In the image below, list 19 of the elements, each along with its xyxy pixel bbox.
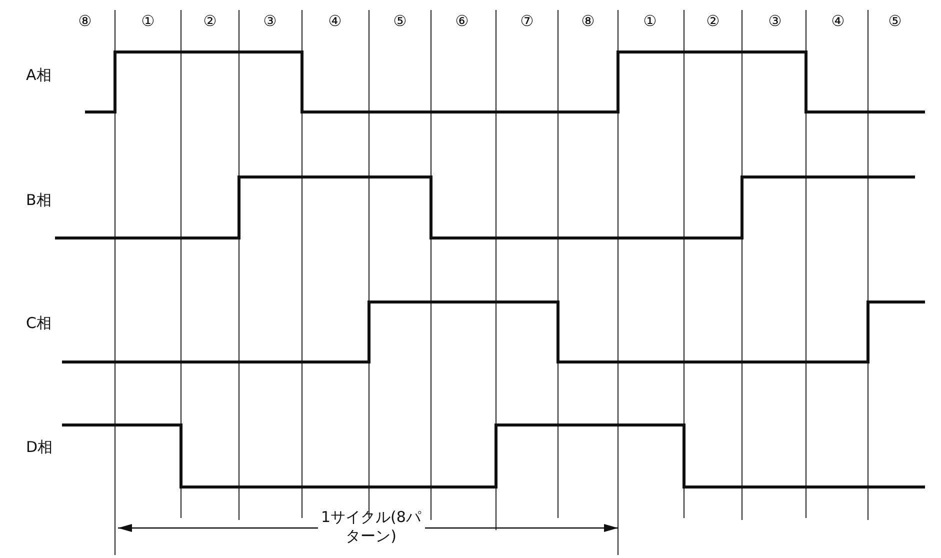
- step-number: ③: [263, 12, 277, 30]
- step-number: ⑤: [888, 12, 902, 30]
- step-number: ③: [768, 12, 782, 30]
- step-number: ⑤: [393, 12, 407, 30]
- step-number: ④: [328, 12, 342, 30]
- step-number: ⑧: [581, 12, 595, 30]
- step-number: ⑥: [455, 12, 469, 30]
- step-number: ①: [643, 12, 657, 30]
- phase-label: D相: [26, 438, 53, 456]
- phase-label: A相: [26, 66, 52, 84]
- step-number: ②: [706, 12, 720, 30]
- phase-label: B相: [26, 191, 52, 209]
- step-number: ④: [831, 12, 845, 30]
- step-number: ②: [203, 12, 217, 30]
- step-number: ⑧: [78, 12, 92, 30]
- phase-label: C相: [26, 314, 52, 332]
- step-number: ⑦: [520, 12, 534, 30]
- step-number: ①: [141, 12, 155, 30]
- cycle-label: 1サイクル(8パターン): [321, 508, 421, 546]
